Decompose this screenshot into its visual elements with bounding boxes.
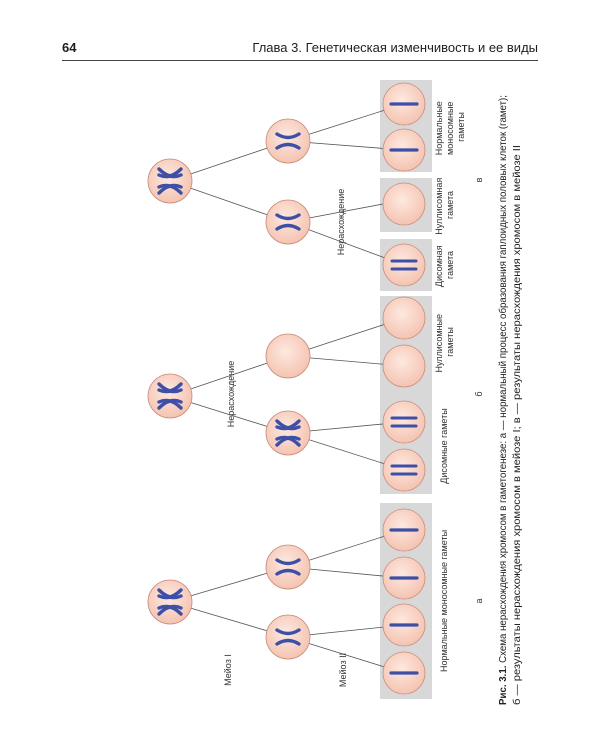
meiosis-1-label: Мейоз I — [223, 654, 233, 686]
chromosome-pair — [157, 588, 183, 616]
caption-line-2: б — результаты нерасхождения хромосом в … — [511, 145, 523, 705]
label-line: Нуллисомная — [434, 178, 444, 235]
meiosis-1-cell — [265, 544, 311, 590]
panel-a-gametes-label: Нормальные моносомные гаметы — [439, 530, 449, 672]
figure-caption: Рис. 3.1. Схема нерасхождения хромосом в… — [497, 95, 523, 705]
header-rule — [62, 60, 538, 61]
chromosome — [275, 132, 301, 150]
gamete-cell-normal — [382, 82, 426, 126]
gamete-cell — [382, 603, 426, 647]
label-line: моносомные — [445, 102, 455, 155]
gamete-cell-disomic — [382, 448, 426, 492]
chromosome — [275, 558, 301, 576]
label-line: Нуллисомные — [434, 314, 444, 373]
panel-c-letter: в — [474, 177, 484, 182]
label-line: гаметы — [445, 327, 455, 357]
gamete-cell-disomic — [382, 400, 426, 444]
caption-line-1: Рис. 3.1. Схема нерасхождения хромосом в… — [497, 95, 509, 705]
chromosome-pair — [157, 167, 183, 195]
chromosome — [275, 213, 301, 231]
meiosis-1-cell-double — [265, 410, 311, 456]
gamete-cell-normal — [382, 128, 426, 172]
panel-b — [147, 296, 426, 492]
panel-a-letter: а — [474, 598, 484, 603]
label-line: Дисомная — [434, 245, 444, 287]
gamete-cell-nullisomic — [382, 296, 426, 340]
chromosome-pair — [157, 382, 183, 410]
panel-c-nullisomic-label: Нуллисомная гамета — [434, 175, 455, 235]
gamete-cell-disomic — [382, 243, 426, 287]
meiosis-1-cell — [265, 199, 311, 245]
caption-label: Рис. 3.1. — [498, 663, 509, 705]
gamete-cell-nullisomic — [382, 344, 426, 388]
chapter-title: Глава 3. Генетическая изменчивость и ее … — [252, 40, 538, 55]
parent-cell — [147, 158, 193, 204]
meiosis-1-cell — [265, 118, 311, 164]
gamete-cell — [382, 508, 426, 552]
label-line: гамета — [445, 251, 455, 279]
panel-b-letter: б — [474, 391, 484, 396]
panel-b-nondisjunction-label: Нерасхождение — [226, 361, 236, 428]
figure-labels: Мейоз I Мейоз II Нормальные моносомные г… — [223, 99, 484, 687]
meiosis-2-label: Мейоз II — [338, 653, 348, 687]
panel-a — [147, 508, 426, 695]
panel-b-nullisomic-label: Нуллисомные гаметы — [434, 311, 455, 372]
meiosis-1-cell-empty — [265, 333, 311, 379]
chromosome — [275, 628, 301, 646]
gamete-cell — [382, 651, 426, 695]
gamete-cell — [382, 556, 426, 600]
meiosis-1-cell — [265, 614, 311, 660]
caption-text-1: Схема нерасхождения хромосом в гаметоген… — [497, 95, 509, 663]
parent-cell — [147, 579, 193, 625]
panel-c-nondisjunction-label: Нерасхождение — [336, 189, 346, 256]
panel-c-normal-label: Нормальные моносомные гаметы — [434, 99, 466, 156]
label-line: гамета — [445, 191, 455, 219]
parent-cell — [147, 373, 193, 419]
label-line: Нормальные — [434, 101, 444, 155]
label-line: гаметы — [456, 112, 466, 142]
gamete-cell-nullisomic — [382, 182, 426, 226]
panel-b-disomic-label: Дисомные гаметы — [439, 408, 449, 483]
panel-c — [147, 82, 426, 287]
page-number: 64 — [62, 40, 77, 55]
panel-c-disomic-label: Дисомная гамета — [434, 243, 455, 287]
chromosome-pair — [275, 419, 301, 447]
